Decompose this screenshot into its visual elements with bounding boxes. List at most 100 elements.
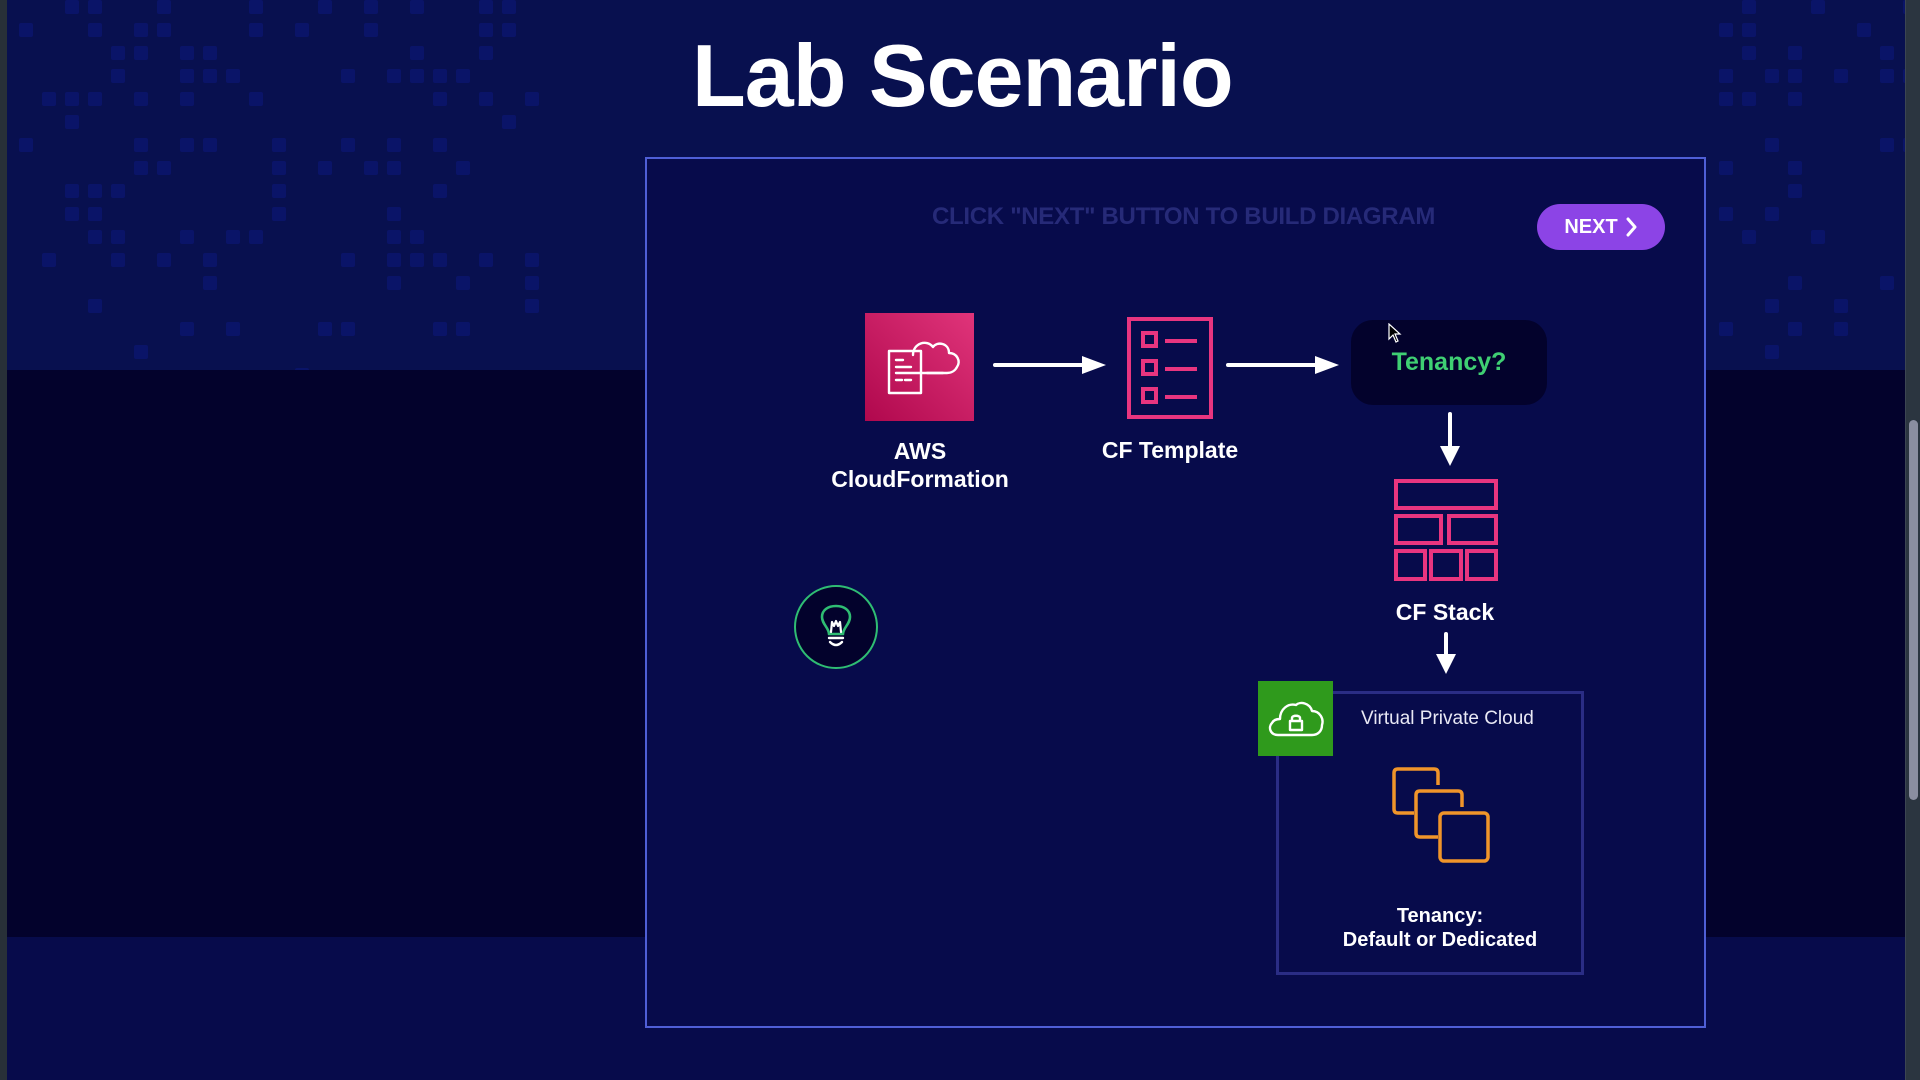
background-pixel xyxy=(226,230,240,244)
background-pixel xyxy=(111,69,125,83)
background-pixel xyxy=(1880,276,1894,290)
background-pixel xyxy=(364,0,378,14)
background-pixel xyxy=(1788,92,1802,106)
background-pixel xyxy=(433,253,447,267)
background-pixel xyxy=(456,69,470,83)
background-pixel xyxy=(502,115,516,129)
background-pixel xyxy=(387,138,401,152)
background-pixel xyxy=(387,253,401,267)
background-pixel xyxy=(410,253,424,267)
background-pixel xyxy=(1788,161,1802,175)
background-pixel xyxy=(180,46,194,60)
background-pixel xyxy=(203,69,217,83)
tenancy-question: Tenancy? xyxy=(1391,348,1507,376)
background-pixel xyxy=(1719,23,1733,37)
hint-button[interactable] xyxy=(794,585,878,669)
background-pixel xyxy=(203,253,217,267)
background-pixel xyxy=(318,161,332,175)
scrollbar-thumb[interactable] xyxy=(1909,420,1918,800)
background-pixel xyxy=(19,138,33,152)
background-pixel xyxy=(456,322,470,336)
background-pixel xyxy=(433,322,447,336)
background-pixel xyxy=(1880,69,1894,83)
background-pixel xyxy=(1719,92,1733,106)
background-pixel xyxy=(479,46,493,60)
background-pixel xyxy=(1765,69,1779,83)
background-pixel xyxy=(157,253,171,267)
background-pixel xyxy=(42,253,56,267)
background-pixel xyxy=(1719,69,1733,83)
background-pixel xyxy=(1788,46,1802,60)
next-button[interactable]: NEXT xyxy=(1537,204,1665,250)
stack-icon xyxy=(1394,479,1498,581)
background-pixel xyxy=(111,46,125,60)
background-pixel xyxy=(42,92,56,106)
cloudformation-icon xyxy=(865,313,974,421)
background-pixel xyxy=(1857,23,1871,37)
instruction-text: CLICK "NEXT" BUTTON TO BUILD DIAGRAM xyxy=(932,203,1436,230)
background-pixel xyxy=(410,0,424,14)
background-pixel xyxy=(111,253,125,267)
background-pixel xyxy=(433,138,447,152)
mouse-cursor-icon xyxy=(1388,323,1402,343)
background-pixel xyxy=(1742,46,1756,60)
cloudformation-label: AWS CloudFormation xyxy=(815,437,1025,493)
background-pixel xyxy=(525,276,539,290)
background-pixel xyxy=(318,0,332,14)
background-pixel xyxy=(134,23,148,37)
background-pixel xyxy=(203,46,217,60)
background-pixel xyxy=(525,92,539,106)
cloudformation-label-line2: CloudFormation xyxy=(831,466,1009,492)
background-pixel xyxy=(387,276,401,290)
background-pixel xyxy=(387,207,401,221)
background-pixel xyxy=(226,69,240,83)
background-pixel xyxy=(157,23,171,37)
background-pixel xyxy=(272,184,286,198)
background-pixel xyxy=(249,92,263,106)
background-pixel xyxy=(1834,322,1848,336)
arrow-right-icon xyxy=(993,356,1106,374)
background-pixel xyxy=(502,23,516,37)
background-pixel xyxy=(88,184,102,198)
background-pixel xyxy=(456,276,470,290)
background-pixel xyxy=(1811,0,1825,14)
background-pixel xyxy=(272,138,286,152)
arrow-down-icon xyxy=(1440,412,1460,466)
background-pixel xyxy=(479,0,493,14)
background-pixel xyxy=(65,0,79,14)
next-button-label: NEXT xyxy=(1564,215,1618,238)
background-pixel xyxy=(1742,23,1756,37)
template-label: CF Template xyxy=(1101,437,1239,463)
background-pixel xyxy=(134,46,148,60)
background-pixel xyxy=(1903,138,1905,152)
background-pixel xyxy=(433,184,447,198)
left-edge xyxy=(0,0,7,1080)
background-pixel xyxy=(1788,322,1802,336)
background-pixel xyxy=(272,161,286,175)
background-pixel xyxy=(134,138,148,152)
background-pixel xyxy=(65,115,79,129)
background-pixel xyxy=(1742,92,1756,106)
background-pixel xyxy=(88,23,102,37)
background-pixel xyxy=(1788,69,1802,83)
background-pixel xyxy=(410,230,424,244)
background-pixel xyxy=(134,92,148,106)
background-pixel xyxy=(1903,69,1905,83)
background-pixel xyxy=(88,0,102,14)
background-pixel xyxy=(88,299,102,313)
cloudformation-label-line1: AWS xyxy=(893,438,947,464)
background-pixel xyxy=(65,207,79,221)
background-pixel xyxy=(410,69,424,83)
background-pixel xyxy=(1765,345,1779,359)
background-pixel xyxy=(134,345,148,359)
page-title: Lab Scenario xyxy=(692,26,1234,125)
background-pixel xyxy=(249,23,263,37)
background-pixel xyxy=(111,184,125,198)
background-pixel xyxy=(1834,69,1848,83)
background-pixel xyxy=(1765,138,1779,152)
background-pixel xyxy=(525,299,539,313)
background-pixel xyxy=(1719,161,1733,175)
background-pixel xyxy=(65,184,79,198)
background-pixel xyxy=(1811,230,1825,244)
background-pixel xyxy=(479,253,493,267)
